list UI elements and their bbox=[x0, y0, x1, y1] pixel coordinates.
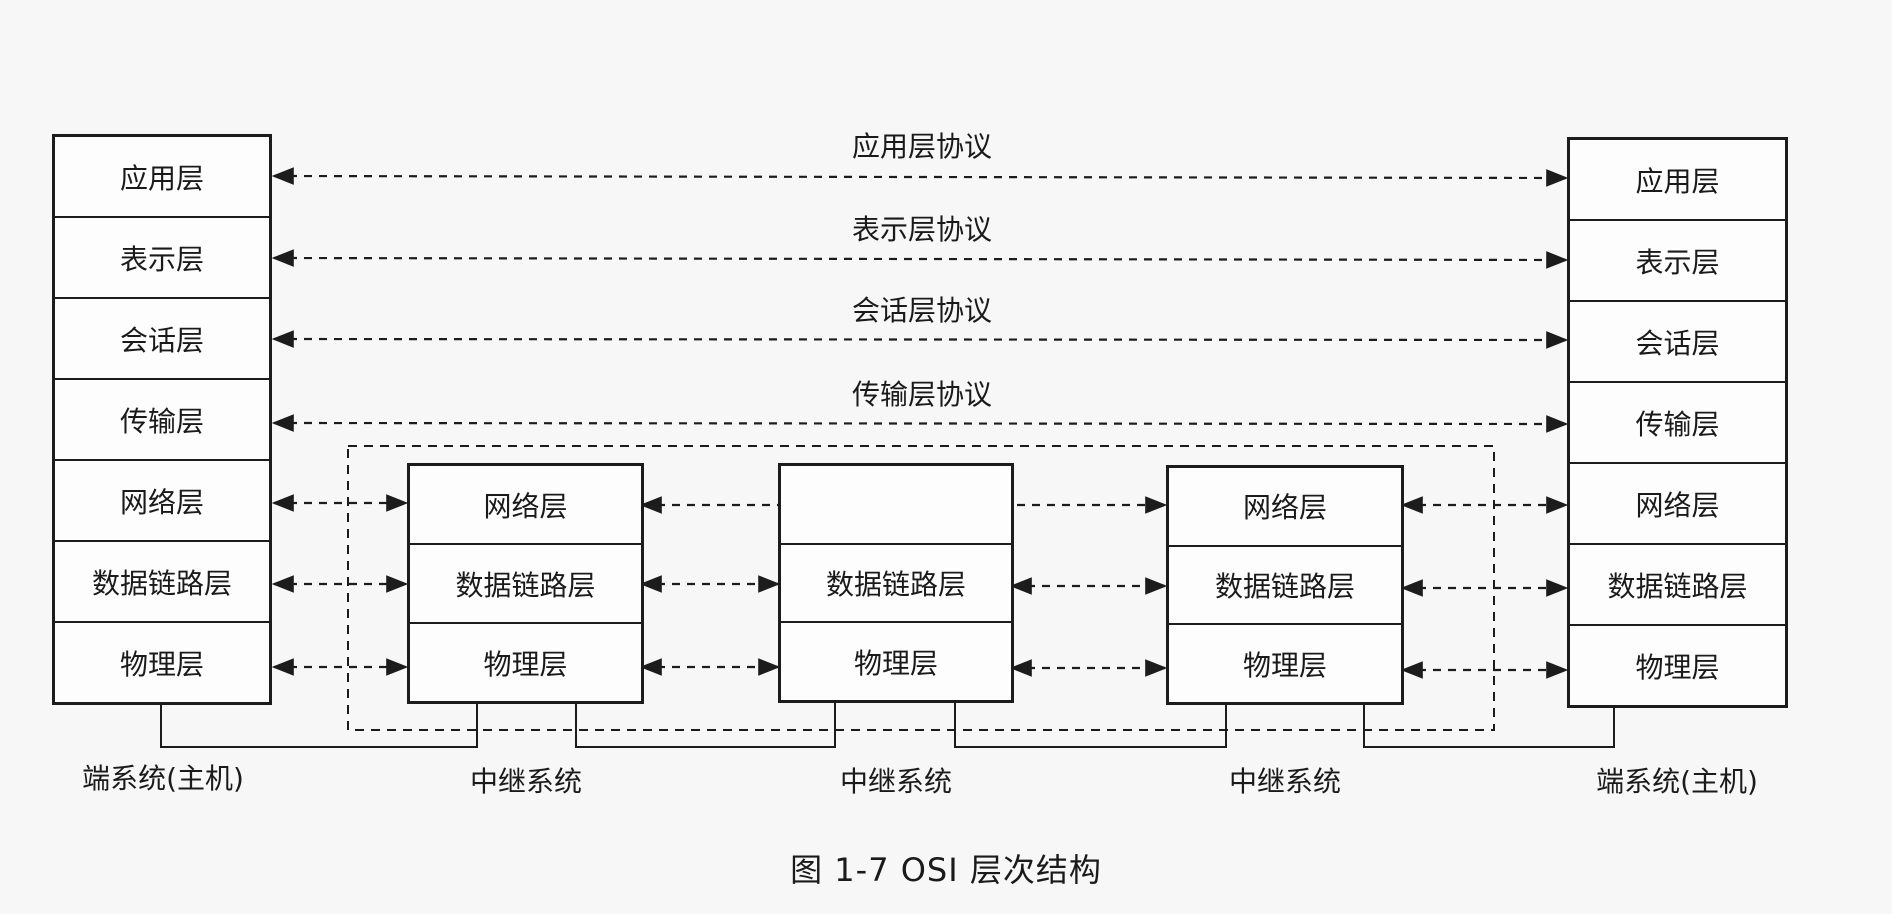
layer-physical: 物理层 bbox=[483, 647, 568, 681]
layer-physical: 物理层 bbox=[119, 647, 204, 681]
layer-transport: 传输层 bbox=[55, 380, 269, 461]
layer-datalink: 数据链路层 bbox=[1169, 547, 1401, 626]
wire-1 bbox=[160, 704, 478, 748]
session-protocol-label: 会话层协议 bbox=[851, 294, 993, 327]
layer-physical: 物理层 bbox=[1242, 648, 1327, 682]
layer-physical: 物理层 bbox=[1635, 650, 1720, 684]
wire-3 bbox=[954, 702, 1227, 748]
relay-system-1: 网络层 数据链路层 物理层 bbox=[407, 463, 644, 704]
wire-4 bbox=[1363, 705, 1615, 748]
layer-datalink: 数据链路层 bbox=[410, 545, 641, 624]
end-system-left: 应用层 表示层 会话层 传输层 网络层 数据链路层 物理层 bbox=[52, 134, 272, 705]
layer-session: 会话层 bbox=[1570, 302, 1785, 383]
relay-system-label-3: 中继系统 bbox=[1228, 765, 1342, 798]
layer-session: 会话层 bbox=[55, 299, 269, 380]
layer-application: 应用层 bbox=[1570, 140, 1785, 221]
end-system-right: 应用层 表示层 会话层 传输层 网络层 数据链路层 物理层 bbox=[1567, 137, 1788, 708]
relay-system-2: 数据链路层 物理层 bbox=[778, 463, 1014, 703]
transport-protocol-arrow bbox=[271, 414, 1569, 433]
layer-presentation: 表示层 bbox=[1570, 221, 1785, 302]
layer-presentation: 表示层 bbox=[55, 218, 269, 299]
layer-application: 应用层 bbox=[55, 137, 269, 218]
layer-datalink: 数据链路层 bbox=[781, 545, 1011, 624]
presentation-protocol-arrow bbox=[271, 249, 1569, 269]
application-protocol-label: 应用层协议 bbox=[851, 130, 993, 163]
relay-system-label-1: 中继系统 bbox=[469, 765, 583, 798]
application-protocol-arrow bbox=[271, 167, 1569, 187]
layer-transport: 传输层 bbox=[1570, 383, 1785, 464]
layer-physical: 物理层 bbox=[853, 646, 938, 680]
layer-network: 网络层 bbox=[1169, 468, 1401, 547]
wire-2 bbox=[575, 702, 836, 748]
transport-protocol-label: 传输层协议 bbox=[851, 378, 993, 411]
layer-network: 网络层 bbox=[410, 466, 641, 545]
session-protocol-arrow bbox=[271, 330, 1569, 349]
layer-datalink: 数据链路层 bbox=[55, 542, 269, 623]
end-system-label-right: 端系统(主机) bbox=[1596, 765, 1758, 798]
layer-network: 网络层 bbox=[1570, 464, 1785, 545]
relay-system-label-2: 中继系统 bbox=[839, 765, 953, 798]
relay-system-3: 网络层 数据链路层 物理层 bbox=[1166, 465, 1404, 705]
layer-datalink: 数据链路层 bbox=[1570, 545, 1785, 626]
relay-boundary bbox=[347, 445, 1495, 731]
figure-caption: 图 1-7 OSI 层次结构 bbox=[790, 851, 1102, 889]
layer-network-empty bbox=[781, 466, 1011, 545]
layer-network: 网络层 bbox=[55, 461, 269, 542]
end-system-label-left: 端系统(主机) bbox=[82, 762, 244, 795]
presentation-protocol-label: 表示层协议 bbox=[851, 213, 993, 246]
